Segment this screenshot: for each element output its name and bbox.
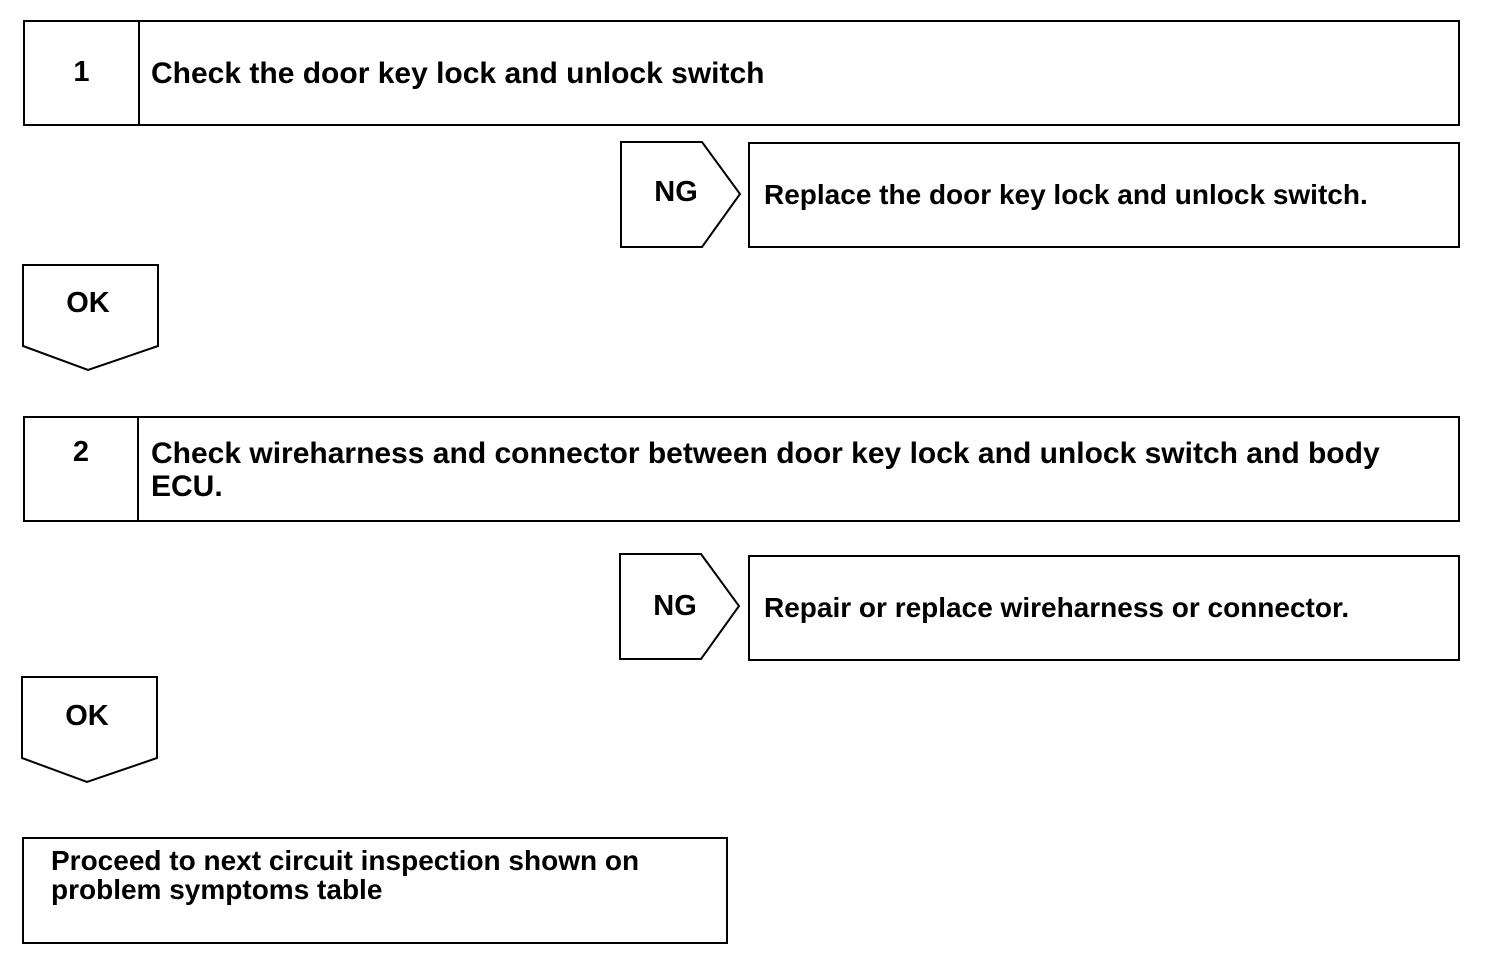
ng-arrow-2-shape — [619, 553, 741, 660]
ng-action-1-box: Replace the door key lock and unlock swi… — [748, 142, 1460, 248]
step-1-box: 1 Check the door key lock and unlock swi… — [23, 20, 1460, 126]
ng-arrow-1-shape — [620, 141, 742, 248]
ok-arrow-2-label: OK — [65, 700, 109, 732]
ng-arrow-1-label: NG — [654, 176, 698, 208]
ok-arrow-1-shape — [22, 264, 159, 372]
step-2-number: 2 — [25, 418, 139, 520]
final-step-box: Proceed to next circuit inspection shown… — [22, 837, 728, 944]
ng-action-2-text: Repair or replace wireharness or connect… — [764, 592, 1350, 623]
ok-arrow-2-shape — [21, 676, 158, 784]
step-2-text: Check wireharness and connector between … — [151, 437, 1380, 503]
final-step-text: Proceed to next circuit inspection shown… — [51, 845, 640, 905]
step-1-text: Check the door key lock and unlock switc… — [151, 57, 765, 90]
ng-action-1-text: Replace the door key lock and unlock swi… — [764, 179, 1368, 210]
ok-arrow-1-label: OK — [66, 287, 110, 319]
ng-arrow-2-label: NG — [653, 590, 697, 622]
step-2-box: 2 Check wireharness and connector betwee… — [23, 416, 1460, 522]
ng-action-2-box: Repair or replace wireharness or connect… — [748, 555, 1460, 661]
step-1-number: 1 — [25, 22, 140, 124]
